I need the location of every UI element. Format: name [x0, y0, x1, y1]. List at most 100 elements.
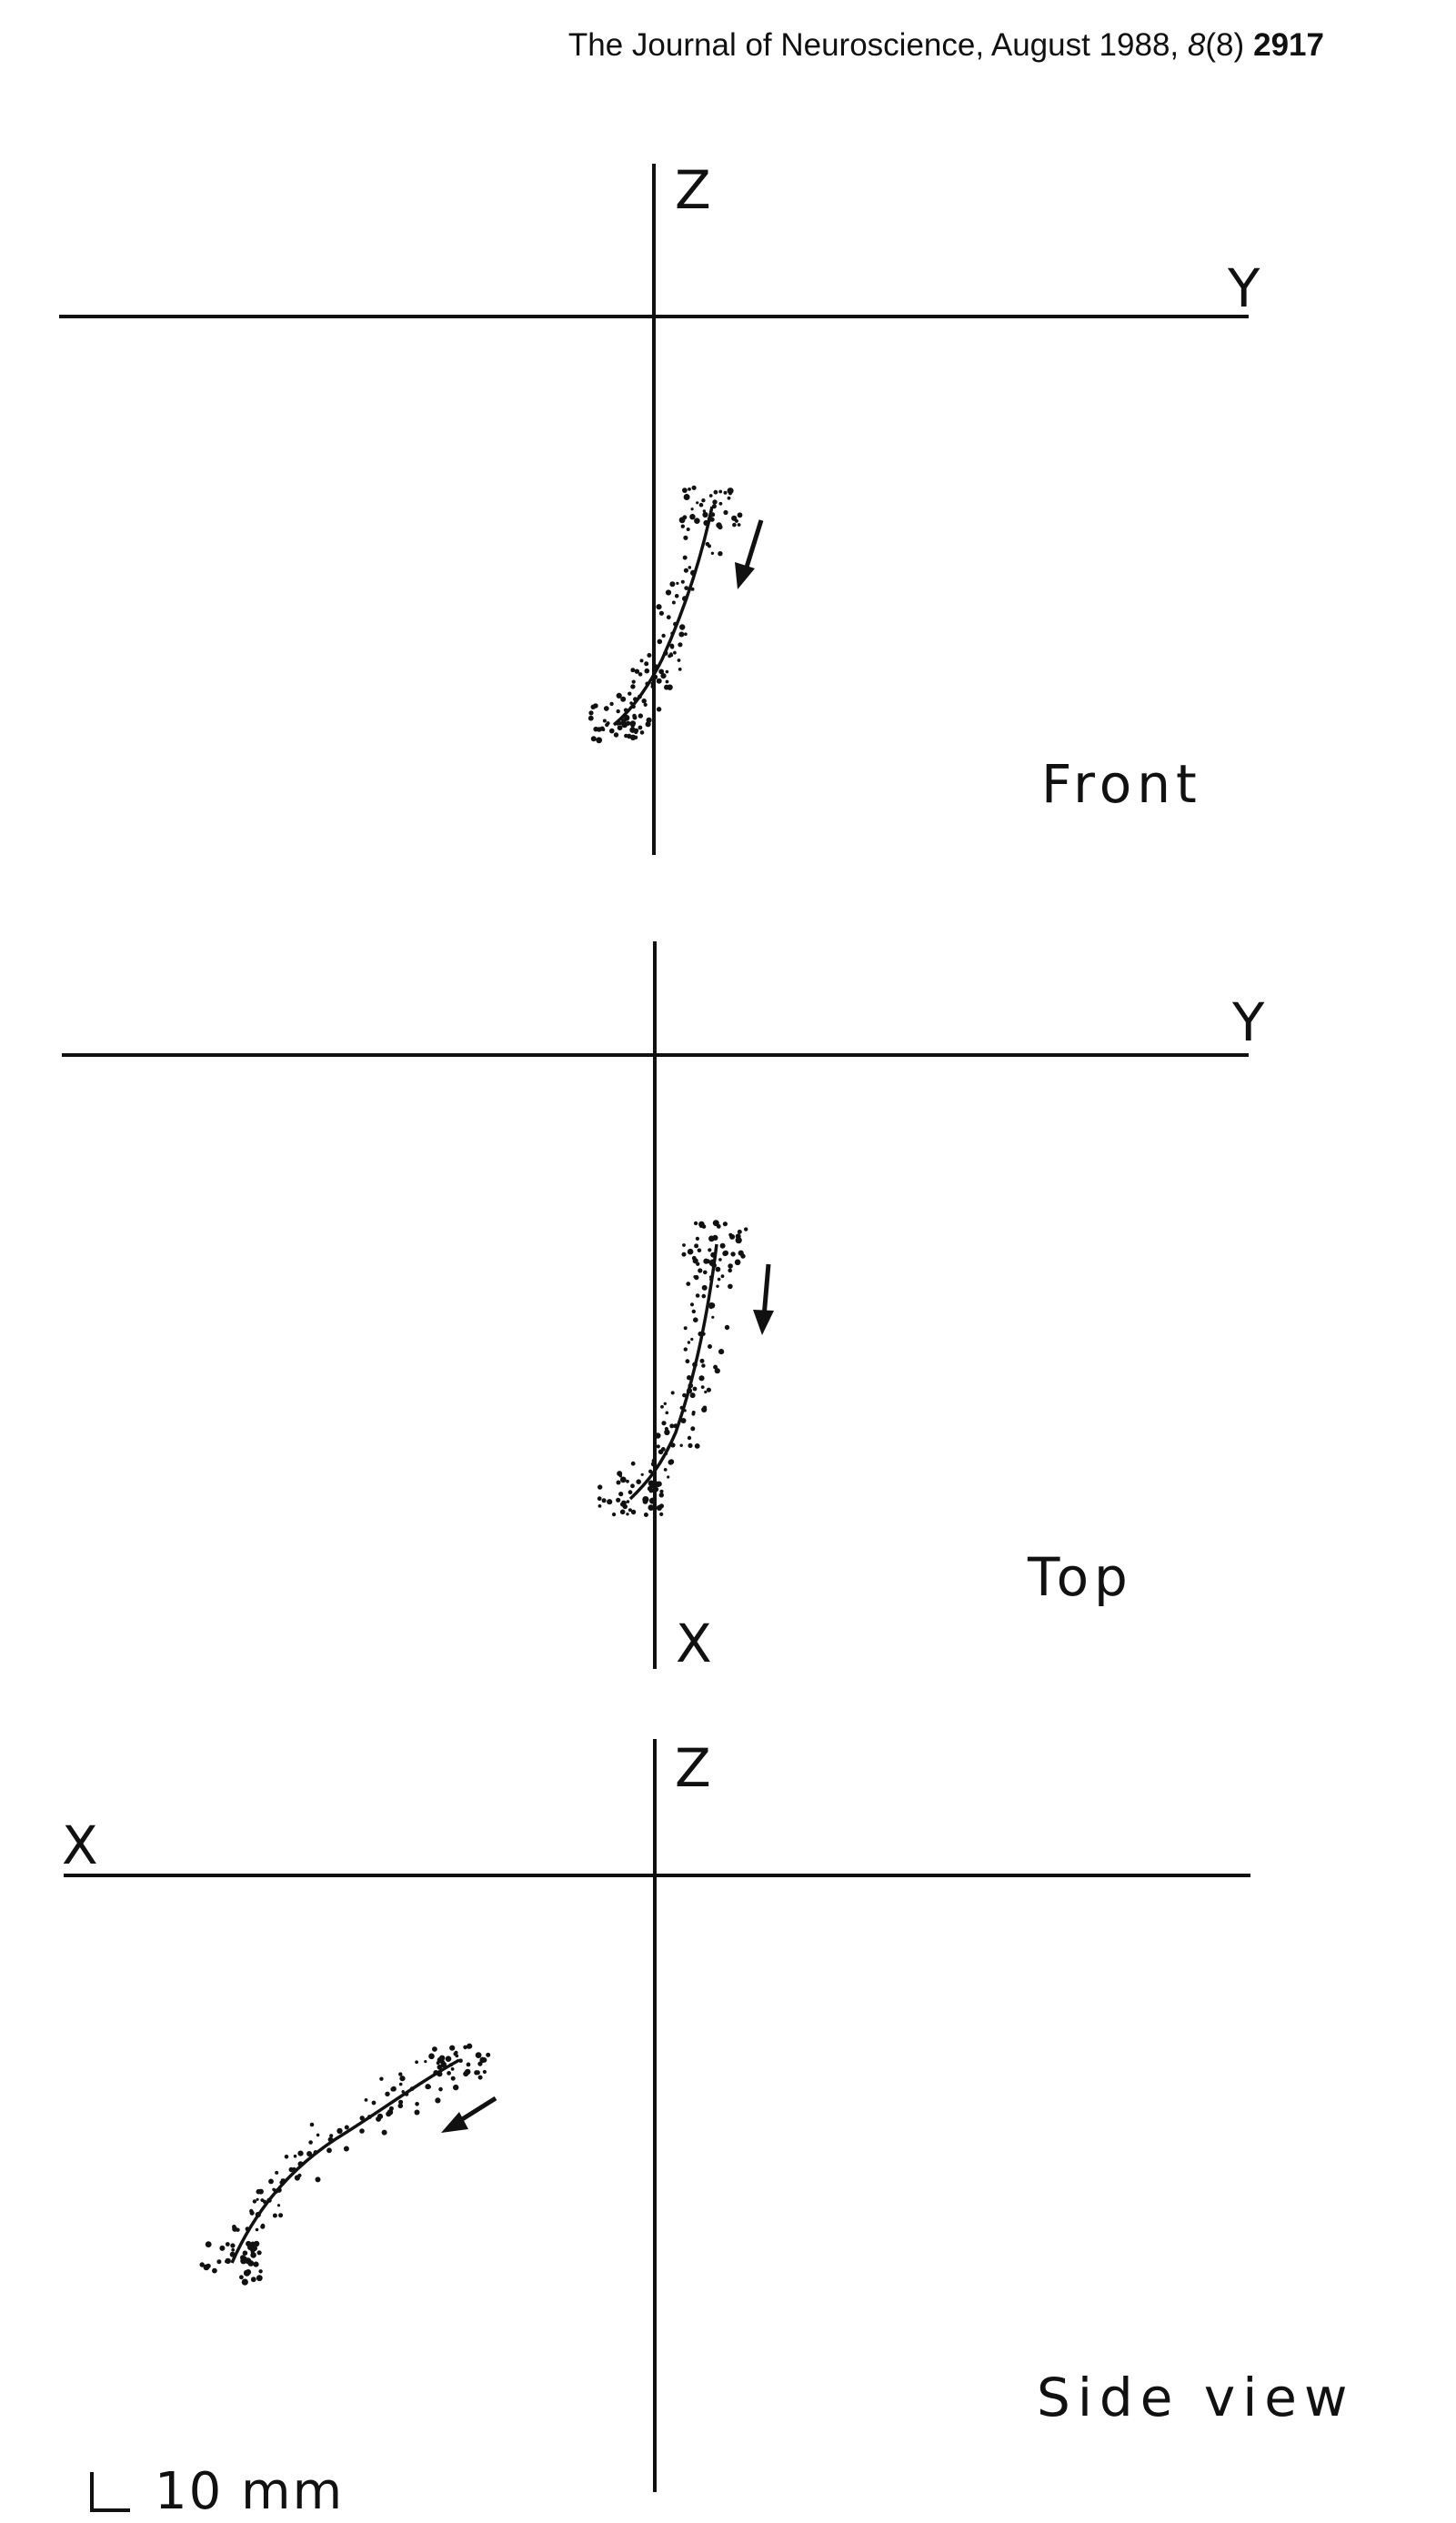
scatter-dot	[252, 2246, 257, 2251]
scale-bar-label: 10 mm	[155, 2462, 345, 2521]
scatter-dot	[315, 2176, 321, 2183]
scatter-dot	[699, 1358, 705, 1363]
scatter-dot	[669, 581, 676, 588]
scatter-dot	[230, 2243, 236, 2248]
scatter-dot	[694, 518, 700, 524]
scatter-dot	[682, 1392, 687, 1398]
scatter-dot	[670, 1442, 676, 1448]
scatter-dot	[633, 697, 638, 702]
scatter-dot	[710, 1251, 717, 1258]
scatter-dot	[279, 2180, 284, 2185]
scatter-dot	[714, 1368, 720, 1374]
scatter-dot	[627, 733, 632, 739]
scatter-dot	[275, 2170, 279, 2175]
scatter-dot	[216, 2259, 222, 2265]
scatter-dot	[465, 2068, 471, 2076]
scatter-dot	[659, 1512, 664, 1516]
scatter-dot	[453, 2084, 459, 2091]
scatter-dot	[638, 725, 643, 730]
scatter-dot	[652, 674, 658, 680]
scatter-dot	[636, 1479, 641, 1484]
scatter-dot	[728, 491, 732, 496]
scatter-dot	[253, 2261, 259, 2267]
scatter-dot	[689, 1392, 696, 1399]
top-panel	[62, 941, 1249, 1669]
scatter-dot	[690, 587, 695, 591]
side-panel-label: Side view	[1037, 2367, 1355, 2428]
scatter-dot	[665, 669, 669, 674]
top-trajectory-curve	[628, 1243, 718, 1501]
scatter-dot	[663, 1468, 668, 1472]
scatter-dot	[297, 2173, 302, 2177]
scatter-dot	[686, 528, 690, 531]
scatter-dot	[669, 653, 674, 658]
scatter-dot	[260, 2224, 266, 2229]
scatter-dot	[386, 2111, 392, 2117]
scatter-dot	[737, 512, 743, 518]
scatter-dot	[232, 2225, 236, 2229]
scatter-dot	[645, 721, 651, 728]
scatter-dot	[727, 496, 731, 500]
scatter-dot	[219, 2245, 226, 2251]
scatter-dot	[660, 1404, 664, 1409]
scatter-dot	[702, 511, 708, 518]
top-scatter-points	[597, 1220, 748, 1517]
scatter-dot	[631, 679, 636, 684]
scatter-dot	[688, 1442, 693, 1448]
front-z-axis-label: Z	[675, 159, 711, 221]
scatter-dot	[650, 681, 655, 686]
scatter-dot	[692, 1386, 698, 1392]
scatter-dot	[256, 2188, 262, 2195]
scatter-dot	[256, 2197, 259, 2201]
scatter-dot	[682, 1243, 686, 1247]
scatter-dot	[424, 2060, 427, 2064]
scatter-dot	[682, 555, 688, 560]
scatter-dot	[656, 1481, 662, 1487]
scatter-dot	[718, 501, 723, 506]
front-scatter-points	[587, 485, 743, 744]
scatter-dot	[593, 726, 598, 732]
scatter-dot	[343, 2146, 349, 2152]
scatter-dot	[628, 1508, 632, 1513]
scatter-dot	[278, 2213, 284, 2218]
scatter-dot	[655, 1432, 661, 1439]
scatter-dot	[659, 1489, 664, 1493]
scatter-dot	[734, 1259, 741, 1266]
scatter-dot	[371, 2100, 377, 2106]
scatter-dot	[297, 2161, 304, 2167]
scatter-dot	[253, 2240, 260, 2247]
scatter-dot	[728, 1283, 733, 1290]
scatter-dot	[679, 624, 686, 630]
scatter-dot	[639, 730, 645, 735]
scatter-dot	[597, 1504, 602, 1508]
scatter-dot	[701, 1293, 707, 1299]
side-scatter-points	[199, 2043, 491, 2286]
scatter-dot	[631, 704, 636, 709]
scatter-dot	[597, 1484, 603, 1490]
scatter-dot	[665, 679, 669, 684]
scatter-dot	[712, 1220, 719, 1227]
scatter-dot	[433, 2070, 439, 2076]
scatter-dot	[231, 2247, 236, 2252]
scatter-dot	[704, 1390, 708, 1394]
scatter-dot	[678, 642, 683, 648]
scatter-dot	[399, 2076, 406, 2082]
scatter-dot	[447, 2071, 451, 2076]
scatter-dot	[225, 2242, 230, 2247]
scatter-dot	[728, 1268, 732, 1273]
scatter-dot	[718, 1349, 725, 1355]
scatter-dot	[475, 2070, 480, 2076]
scatter-dot	[708, 1304, 714, 1310]
scatter-dot	[630, 668, 636, 673]
scatter-dot	[737, 1229, 742, 1234]
scatter-dot	[687, 1435, 692, 1441]
scatter-dot	[623, 708, 628, 713]
scatter-dot	[663, 650, 668, 656]
scatter-dot	[643, 702, 648, 708]
scatter-dot	[306, 2151, 313, 2156]
issue-number: (8)	[1205, 27, 1245, 63]
scatter-dot	[712, 1234, 718, 1241]
scatter-dot	[713, 489, 718, 495]
scatter-dot	[668, 1459, 674, 1465]
scatter-dot	[454, 2050, 458, 2055]
